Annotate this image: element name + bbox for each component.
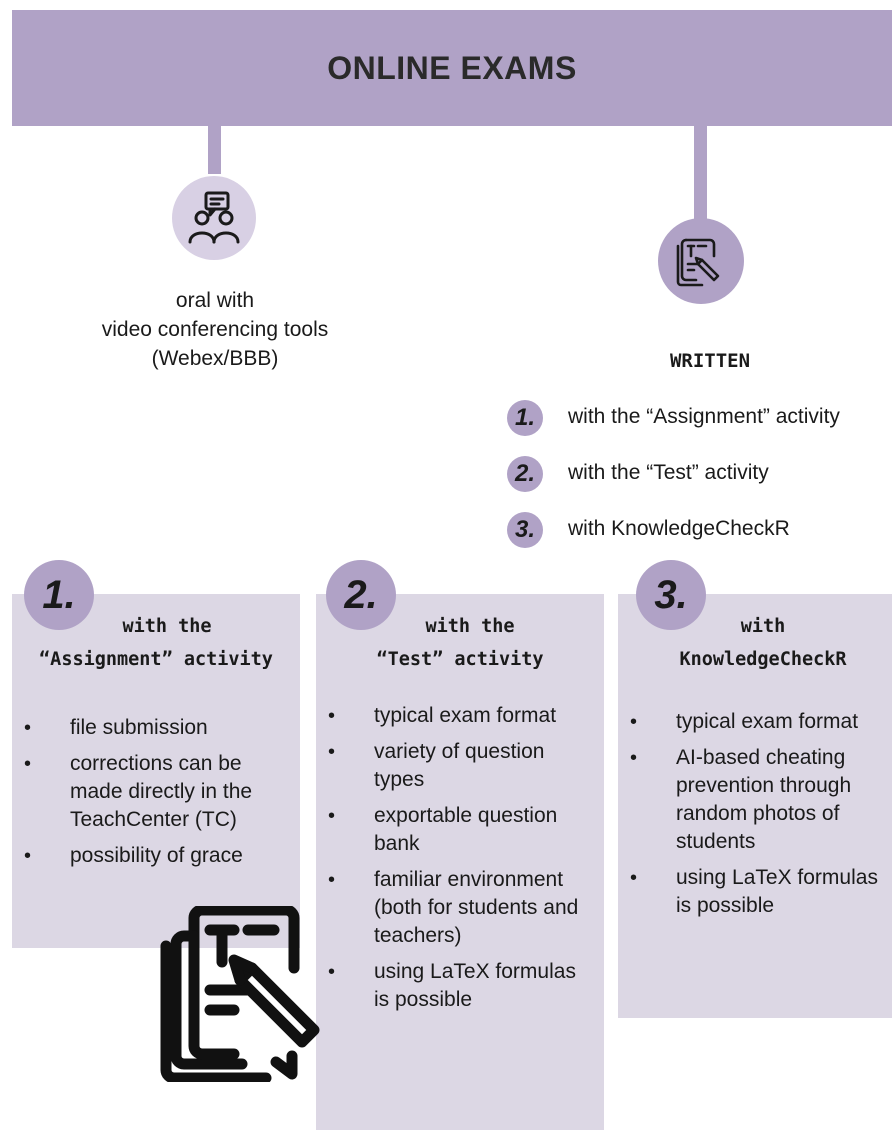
written-connector <box>694 126 707 222</box>
oral-line: (Webex/BBB) <box>151 347 279 370</box>
list-item: familiar environment (both for students … <box>316 866 588 950</box>
card-title-line: with the <box>425 616 515 637</box>
list-item: using LaTeX formulas is possible <box>316 958 588 1014</box>
card-title: with the “Assignment” activity <box>12 610 300 676</box>
list-item: corrections can be made directly in the … <box>12 750 292 834</box>
page-title: ONLINE EXAMS <box>327 49 577 86</box>
card-bullets: typical exam format AI-based cheating pr… <box>618 708 890 928</box>
oral-description: oral with video conferencing tools (Webe… <box>70 286 360 373</box>
list-item: using LaTeX formulas is possible <box>618 864 890 920</box>
written-item-text: with the “Assignment” activity <box>568 405 840 428</box>
list-item: typical exam format <box>316 702 588 730</box>
card-test: with the “Test” activity typical exam fo… <box>316 594 604 1130</box>
card-title-line: “Assignment” activity <box>39 649 273 670</box>
card-bullets: file submission corrections can be made … <box>12 714 292 878</box>
list-item: exportable question bank <box>316 802 588 858</box>
written-item-number: 2. <box>507 456 543 492</box>
list-item: AI-based cheating prevention through ran… <box>618 744 890 856</box>
oral-line: video conferencing tools <box>101 318 329 341</box>
card-title-line: “Test” activity <box>376 649 544 670</box>
document-pencil-icon <box>676 238 720 287</box>
written-item-number: 3. <box>507 512 543 548</box>
list-item: typical exam format <box>618 708 890 736</box>
card-number-badge: 3. <box>636 560 706 630</box>
card-title: with KnowledgeCheckR <box>618 610 892 676</box>
card-number-badge: 1. <box>24 560 94 630</box>
written-icon-circle <box>658 218 744 304</box>
card-knowledgecheckr: with KnowledgeCheckR typical exam format… <box>618 594 892 1018</box>
written-item-number: 1. <box>507 400 543 436</box>
oral-connector <box>208 126 221 174</box>
card-assignment: with the “Assignment” activity file subm… <box>12 594 300 948</box>
card-title-line: KnowledgeCheckR <box>679 649 847 670</box>
card-title-line: with <box>740 616 786 637</box>
oral-icon-circle <box>172 176 256 260</box>
list-item: variety of question types <box>316 738 588 794</box>
written-item-text: with the “Test” activity <box>568 461 769 484</box>
list-item: possibility of grace <box>12 842 292 870</box>
written-heading: WRITTEN <box>669 350 751 372</box>
card-bullets: typical exam format variety of question … <box>316 702 588 1022</box>
header-banner <box>12 10 892 126</box>
card-title-line: with the <box>122 616 212 637</box>
document-pencil-icon <box>160 906 320 1082</box>
video-conference-people-icon <box>188 191 240 244</box>
written-item-text: with KnowledgeCheckR <box>568 517 790 540</box>
list-item: file submission <box>12 714 292 742</box>
card-title: with the “Test” activity <box>316 610 604 676</box>
card-number-badge: 2. <box>326 560 396 630</box>
oral-line: oral with <box>175 289 255 312</box>
